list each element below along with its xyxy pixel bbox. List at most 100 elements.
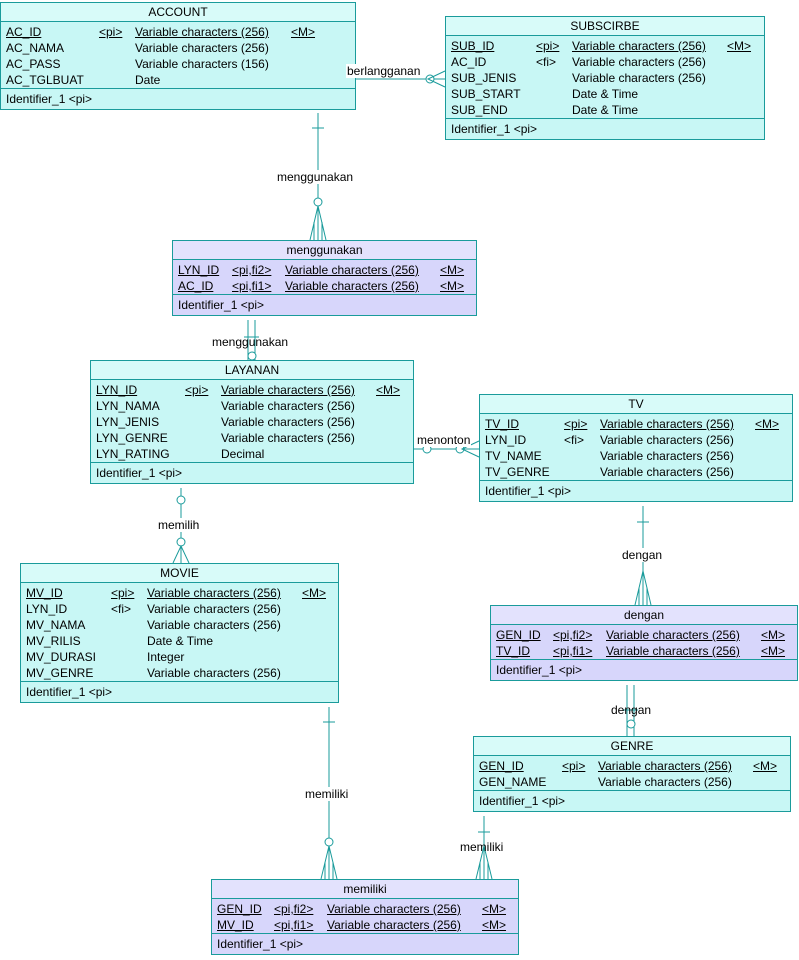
- attribute-mandatory: <M>: [302, 586, 327, 600]
- relationship-label-memiliki: memiliki: [460, 840, 504, 854]
- entity-account[interactable]: ACCOUNT AC_ID<pi>Variable characters (25…: [0, 2, 356, 110]
- attribute-name: LYN_NAMA: [96, 399, 160, 413]
- crows-foot: [320, 845, 338, 880]
- attribute-type: Variable characters (256): [147, 666, 281, 680]
- attribute-type: Variable characters (256): [147, 586, 281, 600]
- entity-tv[interactable]: TV TV_ID<pi>Variable characters (256)<M>…: [479, 394, 793, 502]
- optional-circle: [247, 351, 257, 361]
- attribute-row: AC_ID<pi>Variable characters (256)<M>: [1, 24, 355, 40]
- attribute-row: MV_ID<pi>Variable characters (256)<M>: [21, 585, 338, 601]
- attribute-type: Integer: [147, 650, 185, 664]
- attribute-row: AC_ID<fi>Variable characters (256): [446, 54, 764, 70]
- attribute-type: Variable characters (256): [600, 449, 734, 463]
- relationship-label-menggunakan: menggunakan: [276, 170, 355, 184]
- attribute-mandatory: <M>: [440, 279, 465, 293]
- attribute-name: GEN_NAME: [479, 775, 547, 789]
- identifier-row: Identifier_1 <pi>: [217, 937, 304, 951]
- attribute-type: Variable characters (256): [600, 433, 734, 447]
- attribute-name: MV_RILIS: [26, 634, 81, 648]
- entity-title: TV: [480, 395, 792, 414]
- entity-memiliki[interactable]: memiliki GEN_ID<pi,fi2>Variable characte…: [211, 879, 519, 955]
- attribute-list: LYN_ID<pi>Variable characters (256)<M>LY…: [91, 380, 413, 463]
- attribute-row: LYN_ID<pi,fi2>Variable characters (256)<…: [173, 262, 476, 278]
- attribute-name: AC_TGLBUAT: [6, 73, 84, 87]
- entity-movie[interactable]: MOVIE MV_ID<pi>Variable characters (256)…: [20, 563, 339, 703]
- attribute-row: LYN_JENIS Variable characters (256): [91, 414, 413, 430]
- relationship-label-memiliki: memiliki: [304, 787, 350, 801]
- attribute-type: Variable characters (256): [572, 39, 706, 53]
- attribute-row: LYN_ID<fi>Variable characters (256): [480, 432, 792, 448]
- attribute-row: SUB_ID<pi>Variable characters (256)<M>: [446, 38, 764, 54]
- entity-layanan[interactable]: LAYANAN LYN_ID<pi>Variable characters (2…: [90, 360, 414, 484]
- attribute-mandatory: <M>: [482, 902, 507, 916]
- attribute-type: Variable characters (256): [598, 759, 732, 773]
- attribute-name: LYN_GENRE: [96, 431, 168, 445]
- attribute-row: TV_ID<pi>Variable characters (256)<M>: [480, 416, 792, 432]
- attribute-type: Variable characters (256): [221, 415, 355, 429]
- identifier-row: Identifier_1 <pi>: [479, 794, 566, 808]
- relationship-label-menonton: menonton: [416, 433, 472, 447]
- attribute-key: <pi>: [536, 39, 560, 53]
- crows-foot: [426, 70, 446, 88]
- entity-title: MOVIE: [21, 564, 338, 583]
- attribute-row: GEN_ID<pi>Variable characters (256)<M>: [474, 758, 790, 774]
- attribute-row: GEN_ID<pi,fi2>Variable characters (256)<…: [212, 901, 518, 917]
- identifier-row: Identifier_1 <pi>: [178, 298, 265, 312]
- attribute-name: AC_NAMA: [6, 41, 65, 55]
- relationship-label-dengan: dengan: [621, 548, 664, 562]
- attribute-list: LYN_ID<pi,fi2>Variable characters (256)<…: [173, 260, 476, 295]
- entity-title: dengan: [491, 606, 797, 625]
- attribute-key: <pi,fi2>: [232, 263, 272, 277]
- attribute-key: <fi>: [111, 602, 132, 616]
- attribute-type: Decimal: [221, 447, 265, 461]
- attribute-type: Variable characters (256): [147, 618, 281, 632]
- attribute-name: SUB_START: [451, 87, 521, 101]
- attribute-name: MV_ID: [26, 586, 63, 600]
- attribute-key: <pi>: [99, 25, 123, 39]
- identifier-row: Identifier_1 <pi>: [485, 484, 572, 498]
- attribute-key: <pi>: [562, 759, 586, 773]
- attribute-row: LYN_ID<fi>Variable characters (256): [21, 601, 338, 617]
- optional-circle: [313, 197, 323, 207]
- identifier-row: Identifier_1 <pi>: [26, 685, 113, 699]
- crows-foot: [172, 544, 190, 564]
- entity-subscribe[interactable]: SUBSCIRBE SUB_ID<pi>Variable characters …: [445, 16, 765, 140]
- relationship-label-memilih: memilih: [157, 518, 201, 532]
- attribute-name: SUB_END: [451, 103, 508, 117]
- entity-dengan[interactable]: dengan GEN_ID <pi,fi2> Variable characters…: [490, 605, 798, 681]
- attribute-type: Variable characters (256): [221, 383, 355, 397]
- attribute-row: MV_ID<pi,fi1>Variable characters (256)<M…: [212, 917, 518, 933]
- optional-circle: [626, 719, 636, 729]
- attribute-type: Variable characters (256): [285, 263, 419, 277]
- entity-menggunakan[interactable]: menggunakan LYN_ID<pi,fi2>Variable chara…: [172, 240, 477, 316]
- attribute-list: MV_ID<pi>Variable characters (256)<M>LYN…: [21, 583, 338, 682]
- attribute-row: LYN_ID<pi>Variable characters (256)<M>: [91, 382, 413, 398]
- attribute-key: <pi,fi1>: [274, 918, 314, 932]
- attribute-key: <pi,fi2>: [553, 628, 593, 642]
- entity-title: SUBSCIRBE: [446, 17, 764, 36]
- attribute-list: GEN_ID<pi,fi2>Variable characters (256)<…: [491, 625, 797, 660]
- attribute-row: GEN_NAME Variable characters (256): [474, 774, 790, 790]
- attribute-type: Variable characters (256): [135, 41, 269, 55]
- attribute-name: AC_ID: [451, 55, 487, 69]
- entity-genre[interactable]: GENRE GEN_ID<pi>Variable characters (256…: [473, 736, 791, 812]
- attribute-name: AC_ID: [178, 279, 214, 293]
- attribute-key: <pi>: [564, 417, 588, 431]
- attribute-name: LYN_JENIS: [96, 415, 160, 429]
- attribute-type: Variable characters (256): [598, 775, 732, 789]
- attribute-type: Variable characters (256): [221, 431, 355, 445]
- attribute-name: MV_GENRE: [26, 666, 94, 680]
- attribute-type: Variable characters (256): [606, 644, 740, 658]
- attribute-type: Date & Time: [572, 103, 639, 117]
- identifier-row: Identifier_1 <pi>: [496, 663, 583, 677]
- attribute-type: Variable characters (156): [135, 57, 269, 71]
- attribute-name: GEN_ID: [496, 628, 541, 642]
